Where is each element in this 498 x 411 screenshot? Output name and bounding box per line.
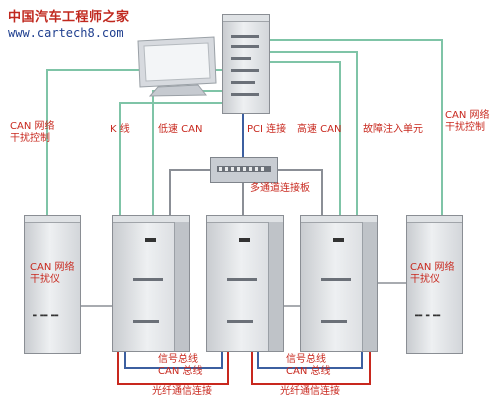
label-bus-right-2: CAN 总线 xyxy=(286,366,331,377)
label-can-left: CAN 网络 xyxy=(10,121,55,132)
rack-3 xyxy=(300,215,378,352)
host-computer xyxy=(222,14,270,114)
rack-2 xyxy=(206,215,284,352)
bus-right xyxy=(257,350,363,369)
label-fiber-right: 光纤通信连接 xyxy=(280,386,340,397)
watermark-url: www.cartech8.com xyxy=(8,26,124,40)
watermark-title: 中国汽车工程师之家 xyxy=(8,10,130,25)
bus-left xyxy=(124,350,223,369)
label-multiplexer: 多通道连接板 xyxy=(250,183,310,194)
k-line xyxy=(119,102,222,215)
label-left-rack-1: CAN 网络 xyxy=(30,262,75,273)
label-low-can: 低速 CAN xyxy=(158,124,203,135)
fault-line xyxy=(268,51,358,215)
mux-left xyxy=(169,169,210,215)
monitor xyxy=(128,35,220,97)
label-bus-left-1: 信号总线 xyxy=(158,354,198,365)
label-bus-left-2: CAN 总线 xyxy=(158,366,203,377)
label-can-right: CAN 网络 xyxy=(445,110,490,121)
rack-1 xyxy=(112,215,190,352)
label-high-can: 高速 CAN xyxy=(297,124,342,135)
multiplexer-board xyxy=(210,157,278,183)
rack-can-right: ▬▬ ▬ ▬▬ xyxy=(406,215,463,354)
mux-right xyxy=(278,169,323,215)
label-pci: PCI 连接 xyxy=(247,124,287,135)
label-left-rack-2: 干扰仪 xyxy=(30,274,60,285)
label-can-left-2: 干扰控制 xyxy=(10,133,50,144)
green-line-right xyxy=(268,39,443,215)
label-can-right-2: 干扰控制 xyxy=(445,122,485,133)
fiber-left xyxy=(117,350,229,385)
label-right-rack-2: 干扰仪 xyxy=(410,274,440,285)
label-right-rack-1: CAN 网络 xyxy=(410,262,455,273)
label-k-line: K 线 xyxy=(110,124,130,135)
rack-can-left: ▬ ▬▬ ▬▬ xyxy=(24,215,81,354)
label-bus-right-1: 信号总线 xyxy=(286,354,326,365)
label-fiber-left: 光纤通信连接 xyxy=(152,386,212,397)
low-can-line xyxy=(152,90,222,215)
high-can-line xyxy=(268,61,341,215)
fiber-right xyxy=(251,350,371,385)
label-fault: 故障注入单元 xyxy=(363,124,423,135)
